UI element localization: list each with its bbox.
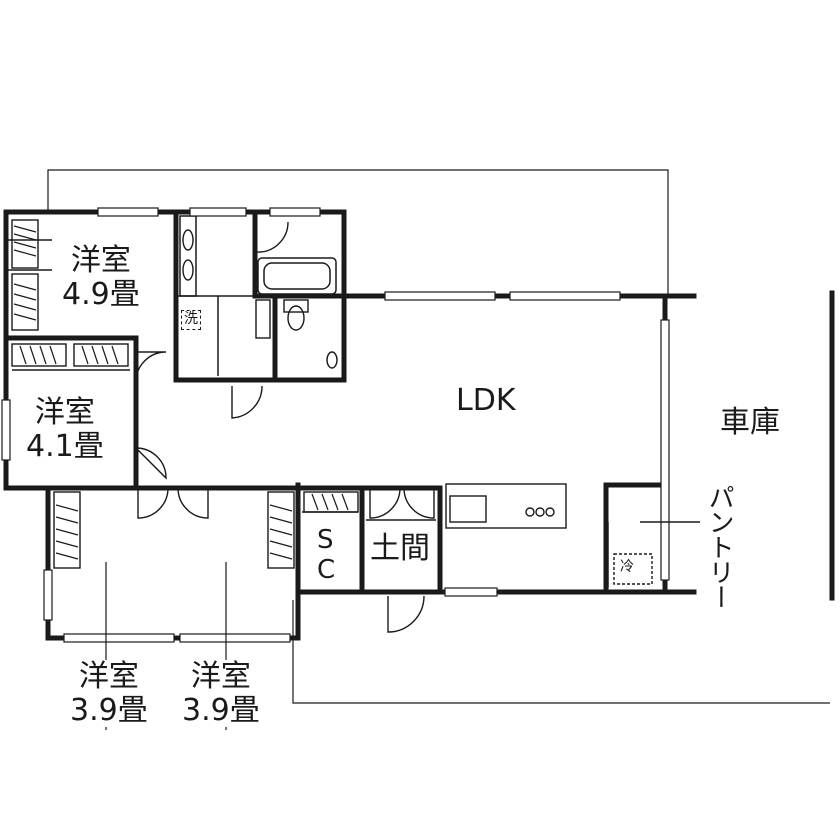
room-name: 洋室 <box>70 243 131 278</box>
pantry-label: パントリー <box>704 484 735 609</box>
partitions <box>8 215 609 588</box>
kitchen-counter <box>445 483 567 529</box>
sc-label-s: S <box>317 525 334 555</box>
fridge-label: 冷 <box>620 559 634 575</box>
pantry-fixtures <box>613 521 700 585</box>
room-size: 3.9畳 <box>70 692 148 728</box>
room-name: 洋室 <box>190 659 251 694</box>
lower-carport-outline <box>292 600 830 704</box>
room-size: 4.9畳 <box>62 276 140 312</box>
fixtures <box>182 229 338 369</box>
ldk-label: LDK <box>456 383 516 418</box>
room-size: 3.9畳 <box>182 692 260 728</box>
room-label-3-9-right: 洋室 3.9畳 <box>182 659 260 728</box>
hanger-hatching <box>13 225 349 560</box>
sc-label-c: C <box>317 555 336 585</box>
laundry-label: 洗 <box>181 310 201 330</box>
room-name: 洋室 <box>78 659 139 694</box>
upper-deck-outline <box>47 169 669 295</box>
closets <box>11 219 359 569</box>
doma-label: 土間 <box>370 531 430 566</box>
room-label-4-1: 洋室 4.1畳 <box>26 396 104 463</box>
room-label-3-9-left: 洋室 3.9畳 <box>70 659 148 728</box>
doors <box>135 221 435 633</box>
room-name: 洋室 <box>34 395 95 430</box>
room-size: 4.1畳 <box>26 428 104 464</box>
room-label-4-9: 洋室 4.9畳 <box>62 244 140 311</box>
outline-lines <box>47 169 830 704</box>
windows <box>1 207 670 643</box>
garage-label: 車庫 <box>720 405 780 440</box>
